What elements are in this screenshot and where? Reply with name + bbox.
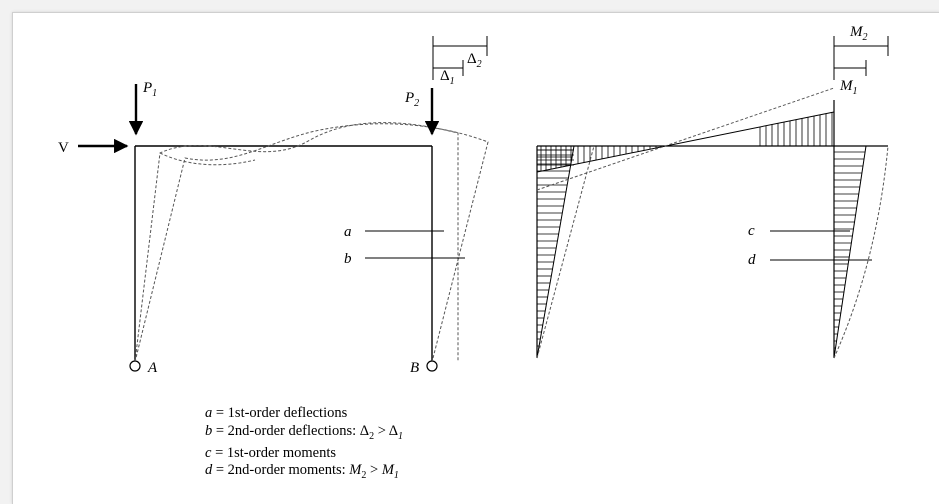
label-p1: P1 [142,80,157,99]
figure-panel [12,12,939,504]
label-d: d [748,252,756,268]
first-order-moment-right-col [833,145,867,359]
label-c: c [748,223,755,239]
pin-support-a-icon [129,360,141,372]
pin-support-b-icon [426,360,438,372]
legend-row-c: c = 1st-order moments [205,444,336,461]
deflected-beam-lower [159,152,256,166]
left-frame: V P1 P2 Δ2 Δ1 A B a b [58,36,489,376]
first-order-moment-beam [536,111,835,173]
label-delta1: Δ1 [440,68,455,87]
legend-row-d: d = 2nd-order moments: M2 > M1 [205,462,399,482]
label-a: a [344,224,352,240]
label-b: b [344,251,352,267]
right-frame: M2 M1 c d [536,24,889,359]
second-order-moment-beam [536,87,835,191]
label-b-support: B [410,360,419,376]
legend-row-a: a = 1st-order deflections [205,405,348,421]
label-delta2: Δ2 [467,51,482,70]
first-order-moment-left-col [536,145,575,359]
moment-hatching [537,112,866,349]
legend: a = 1st-order deflections b = 2nd-order … [205,405,403,485]
first-order-deflected-shape [134,122,459,363]
label-m1: M1 [839,78,858,97]
label-v: V [58,140,69,156]
second-order-moment-left-col [536,145,595,359]
label-a-support: A [147,360,158,376]
label-p2: P2 [404,90,419,109]
legend-row-b: b = 2nd-order deflections: Δ2 > Δ1 [205,422,404,442]
second-order-deflected-shape [134,123,489,363]
label-m2: M2 [849,24,868,43]
second-order-moment-right-col [833,145,889,359]
